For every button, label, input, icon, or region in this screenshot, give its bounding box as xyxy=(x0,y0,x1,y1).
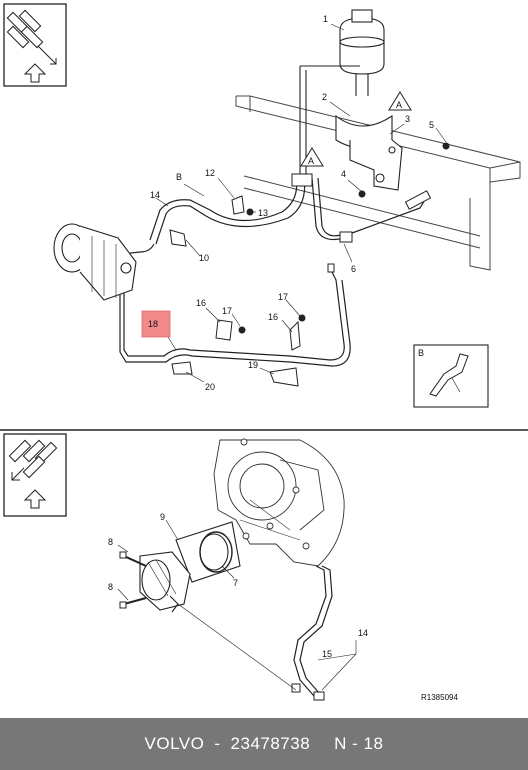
marker-a-label: A xyxy=(396,100,402,110)
hose xyxy=(293,565,333,697)
callout-16: 16 xyxy=(196,298,206,308)
callout-12: 12 xyxy=(205,168,215,178)
callout-20: 20 xyxy=(205,382,215,392)
callout-3: 3 xyxy=(405,114,410,124)
callout-16: 16 xyxy=(268,312,278,322)
callout-8: 8 xyxy=(108,537,113,547)
reservoir xyxy=(299,9,385,176)
footer-separator: - xyxy=(214,734,221,753)
callouts-bottom: 9 8 8 7 14 15 R1385094 xyxy=(108,512,458,702)
callout-8: 8 xyxy=(108,582,113,592)
callout-15: 15 xyxy=(322,649,332,659)
brackets xyxy=(169,142,450,387)
reference-number: R1385094 xyxy=(421,693,458,702)
callout-18: 18 xyxy=(148,319,158,329)
callout-4: 4 xyxy=(341,169,346,179)
detail-b-box: B xyxy=(413,344,489,408)
callout-7: 7 xyxy=(233,578,238,588)
callout-1: 1 xyxy=(323,14,328,24)
callout-19: 19 xyxy=(248,360,258,370)
marker-a-label: A xyxy=(308,156,314,166)
parts-diagram: A A 1 2 3 4 5 6 10 11 12 13 xyxy=(0,3,528,702)
engine-block xyxy=(213,438,345,567)
callout-14: 14 xyxy=(150,190,160,200)
bolts xyxy=(119,551,147,609)
detail-b-label: B xyxy=(418,348,424,358)
callout-17: 17 xyxy=(222,306,232,316)
callout-9: 9 xyxy=(160,512,165,522)
part-number: 23478738 xyxy=(230,734,311,753)
compressor xyxy=(139,551,191,613)
reservoir-bracket xyxy=(335,114,403,191)
callout-13: 13 xyxy=(258,208,268,218)
hoses xyxy=(117,175,427,367)
callout-6: 6 xyxy=(351,264,356,274)
frame-rail xyxy=(235,95,521,271)
orientation-arrow-icon xyxy=(3,3,67,87)
leader-lines xyxy=(117,519,357,691)
compressor xyxy=(53,223,137,301)
diagram-position: N - 18 xyxy=(334,734,384,753)
o-ring xyxy=(199,531,233,573)
marker-b-label: B xyxy=(176,172,182,182)
orientation-arrow-icon xyxy=(3,433,67,517)
marker-a-2: A xyxy=(300,147,324,167)
callout-2: 2 xyxy=(322,92,327,102)
footer-bar: VOLVO - 23478738 N - 18 xyxy=(0,718,528,770)
callout-17: 17 xyxy=(278,292,288,302)
callout-14: 14 xyxy=(358,628,368,638)
mount-plate xyxy=(175,521,241,583)
marker-a-1: A xyxy=(388,91,412,111)
callout-5: 5 xyxy=(429,120,434,130)
callout-10: 10 xyxy=(199,253,209,263)
brand-name: VOLVO xyxy=(144,734,205,753)
highlight-box xyxy=(141,310,171,338)
